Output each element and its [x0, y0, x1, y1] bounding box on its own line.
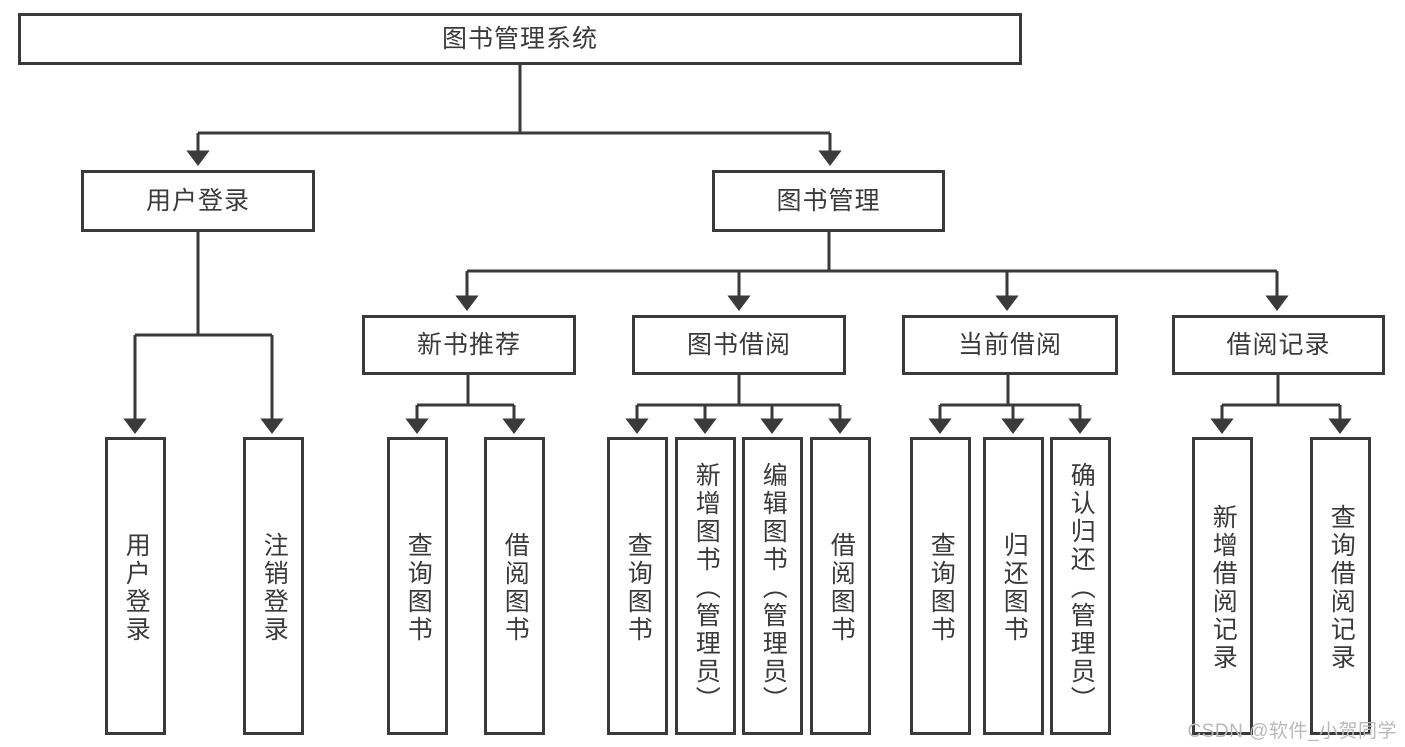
node-leaf-add-book[interactable]: 新增图书（管理员） — [675, 437, 736, 735]
node-leaf-add-book-label: 新增图书（管理员） — [692, 462, 721, 714]
node-leaf-confirm-return[interactable]: 确认归还（管理员） — [1050, 437, 1111, 735]
edge-bookborrow-to-leaves — [625, 375, 852, 434]
node-leaf-edit-book-label: 编辑图书（管理员） — [759, 462, 788, 714]
node-leaf-query-book-2-label: 查询图书 — [624, 532, 653, 644]
node-leaf-query-book-3[interactable]: 查询图书 — [910, 437, 971, 735]
node-book-borrow-label: 图书借阅 — [686, 331, 791, 359]
node-leaf-borrow-book-2[interactable]: 借阅图书 — [810, 437, 871, 735]
node-book-manage[interactable]: 图书管理 — [712, 170, 945, 232]
edge-borrowrecord-to-leaves — [1210, 375, 1352, 434]
node-leaf-user-login[interactable]: 用户登录 — [105, 437, 166, 735]
node-leaf-logout-label: 注销登录 — [260, 532, 289, 644]
edge-bookmanage-to-level3 — [455, 232, 1289, 311]
node-borrow-record-label: 借阅记录 — [1226, 331, 1331, 359]
node-leaf-query-record[interactable]: 查询借阅记录 — [1310, 437, 1371, 735]
node-user-login[interactable]: 用户登录 — [81, 170, 315, 232]
watermark-text: CSDN @软件_小贺同学 — [1187, 721, 1397, 742]
node-leaf-query-record-label: 查询借阅记录 — [1327, 504, 1356, 672]
node-book-borrow[interactable]: 图书借阅 — [632, 315, 846, 375]
edge-currentborrow-to-leaves — [928, 375, 1092, 434]
node-borrow-record[interactable]: 借阅记录 — [1172, 315, 1385, 375]
node-current-borrow-label: 当前借阅 — [957, 331, 1062, 359]
node-user-login-label: 用户登录 — [145, 187, 250, 215]
node-leaf-borrow-book-1-label: 借阅图书 — [501, 532, 530, 644]
node-leaf-borrow-book-2-label: 借阅图书 — [827, 532, 856, 644]
node-current-borrow[interactable]: 当前借阅 — [902, 315, 1118, 375]
node-leaf-user-login-label: 用户登录 — [122, 532, 151, 644]
edge-userlogin-to-leaves — [123, 232, 284, 434]
node-root-label: 图书管理系统 — [441, 25, 598, 53]
node-leaf-borrow-book-1[interactable]: 借阅图书 — [484, 437, 545, 735]
node-leaf-return-book-label: 归还图书 — [1000, 532, 1029, 644]
node-leaf-query-book-1-label: 查询图书 — [404, 532, 433, 644]
node-new-book-recommend[interactable]: 新书推荐 — [362, 315, 576, 375]
node-root[interactable]: 图书管理系统 — [18, 13, 1022, 65]
edge-newbook-to-leaves — [405, 375, 526, 434]
node-leaf-add-record[interactable]: 新增借阅记录 — [1192, 437, 1253, 735]
node-book-manage-label: 图书管理 — [776, 187, 881, 215]
node-leaf-add-record-label: 新增借阅记录 — [1209, 504, 1238, 672]
node-new-book-recommend-label: 新书推荐 — [416, 331, 521, 359]
node-leaf-query-book-2[interactable]: 查询图书 — [607, 437, 668, 735]
node-leaf-return-book[interactable]: 归还图书 — [983, 437, 1044, 735]
edge-root-to-level2 — [186, 65, 842, 166]
node-leaf-query-book-1[interactable]: 查询图书 — [387, 437, 448, 735]
node-leaf-edit-book[interactable]: 编辑图书（管理员） — [742, 437, 803, 735]
node-leaf-logout[interactable]: 注销登录 — [243, 437, 304, 735]
node-leaf-confirm-return-label: 确认归还（管理员） — [1067, 462, 1096, 714]
node-leaf-query-book-3-label: 查询图书 — [927, 532, 956, 644]
